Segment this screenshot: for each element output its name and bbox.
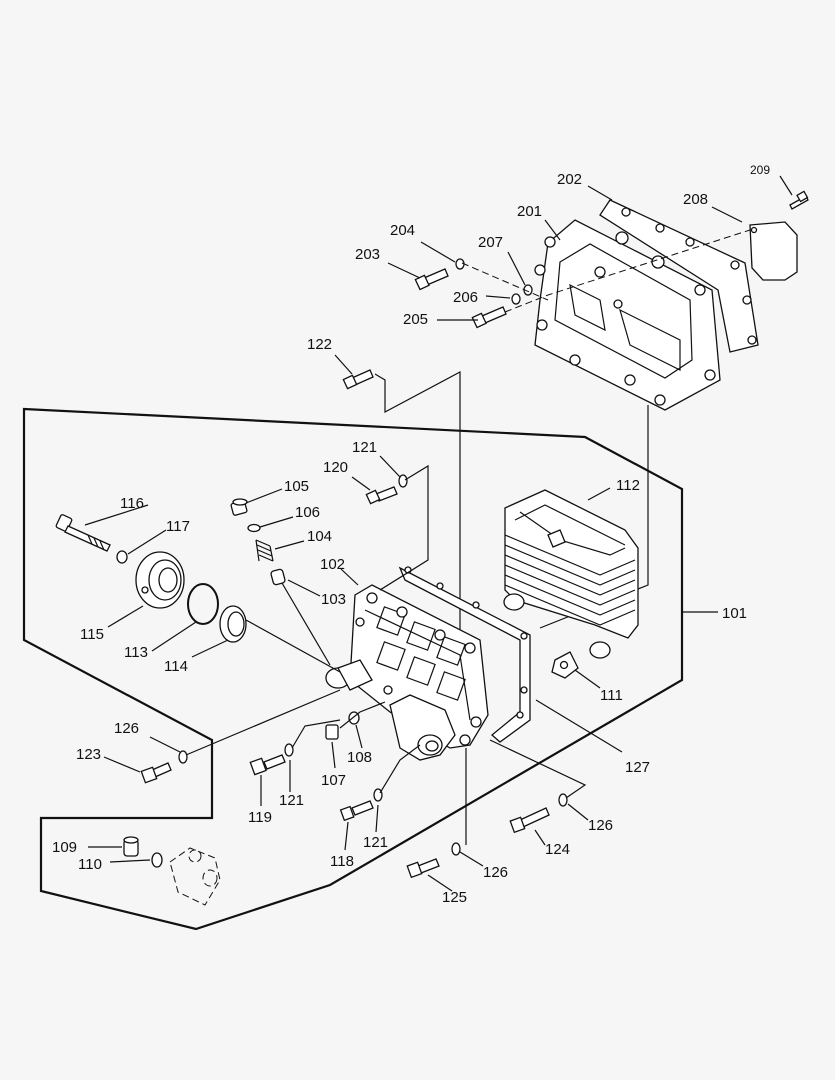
label-119: 119 — [248, 809, 272, 826]
label-103: 103 — [321, 591, 346, 608]
route-line-120 — [379, 464, 429, 591]
label-113: 113 — [124, 644, 148, 661]
route-line-124 — [489, 739, 587, 799]
label-120: 120 — [323, 459, 348, 476]
assembly-boundary — [22, 407, 684, 931]
gasket-111 — [551, 651, 579, 679]
washer-206 — [511, 293, 521, 305]
label-108: 108 — [347, 749, 372, 766]
label-121-top: 121 — [352, 439, 377, 456]
label-117: 117 — [166, 518, 190, 535]
label-207: 207 — [478, 234, 503, 251]
label-104: 104 — [307, 528, 332, 545]
label-123: 123 — [76, 746, 101, 763]
label-206: 206 — [453, 289, 478, 306]
route-line-123 — [185, 689, 341, 756]
gasket-127 — [398, 566, 531, 743]
label-124: 124 — [545, 841, 570, 858]
route-line-left — [245, 619, 341, 673]
bolt-124 — [509, 807, 550, 834]
label-111: 111 — [600, 687, 623, 704]
route-line-valve — [281, 582, 331, 666]
washer-117 — [116, 550, 128, 564]
label-121-bottom: 121 — [363, 834, 388, 851]
cover-115 — [135, 551, 185, 609]
label-107: 107 — [321, 772, 346, 789]
label-201: 201 — [517, 203, 542, 220]
label-122: 122 — [307, 336, 332, 353]
label-105: 105 — [284, 478, 309, 495]
bolt-203 — [414, 268, 449, 291]
label-209: 209 — [750, 163, 770, 177]
route-line-107 — [339, 701, 386, 729]
washer-204 — [455, 258, 465, 270]
spring-104 — [255, 539, 274, 562]
bolt-125 — [406, 858, 440, 879]
o-ring-106 — [247, 523, 261, 533]
centerline-upper-1 — [461, 262, 549, 301]
bolt-120 — [365, 486, 398, 505]
piston-103 — [270, 568, 286, 586]
label-114: 114 — [164, 658, 188, 675]
washer-126-right — [558, 793, 568, 807]
screw-209 — [789, 190, 809, 210]
label-126-bottom: 126 — [483, 864, 508, 881]
plate-208 — [749, 221, 798, 281]
plug-109 — [123, 836, 139, 857]
label-115: 115 — [80, 626, 104, 643]
centerline-upper-2 — [504, 229, 751, 313]
bolt-119 — [249, 754, 286, 776]
bolt-205 — [471, 306, 507, 329]
label-112: 112 — [616, 477, 640, 494]
label-203: 203 — [355, 246, 380, 263]
label-205: 205 — [403, 311, 428, 328]
cover-201 — [534, 219, 721, 411]
washer-121-top — [398, 474, 408, 488]
seal-114 — [219, 605, 247, 643]
label-204: 204 — [390, 222, 415, 239]
label-118: 118 — [330, 853, 354, 870]
o-ring-113 — [187, 583, 219, 625]
label-126-left: 126 — [114, 720, 139, 737]
plug-105 — [230, 498, 248, 516]
washer-126-bottom — [451, 842, 461, 856]
route-line-119 — [291, 719, 341, 749]
label-102: 102 — [320, 556, 345, 573]
leader-lines — [84, 175, 793, 892]
label-202: 202 — [557, 171, 582, 188]
oil-cooler-112 — [503, 489, 639, 659]
washer-126-left — [178, 750, 188, 764]
housing-102 — [325, 584, 489, 749]
label-121-left: 121 — [279, 792, 304, 809]
label-125: 125 — [442, 889, 467, 906]
label-127: 127 — [625, 759, 650, 776]
washer-110 — [151, 852, 163, 868]
label-110: 110 — [78, 856, 102, 873]
label-116: 116 — [120, 495, 144, 512]
label-126-right: 126 — [588, 817, 613, 834]
label-101: 101 — [722, 605, 747, 622]
route-line-122 — [374, 371, 461, 670]
plug-107 — [325, 724, 339, 740]
label-208: 208 — [683, 191, 708, 208]
cooler-fins — [504, 534, 636, 626]
label-109: 109 — [52, 839, 77, 856]
gasket-202 — [599, 199, 759, 353]
label-106: 106 — [295, 504, 320, 521]
thermostat-housing — [389, 694, 456, 761]
bolt-118 — [339, 800, 374, 822]
phantom-part — [169, 847, 221, 906]
washer-121-left — [284, 743, 294, 757]
route-line-118 — [379, 744, 421, 794]
bolt-123 — [140, 762, 172, 784]
bolt-122 — [342, 369, 374, 390]
bolt-116 — [55, 514, 111, 552]
